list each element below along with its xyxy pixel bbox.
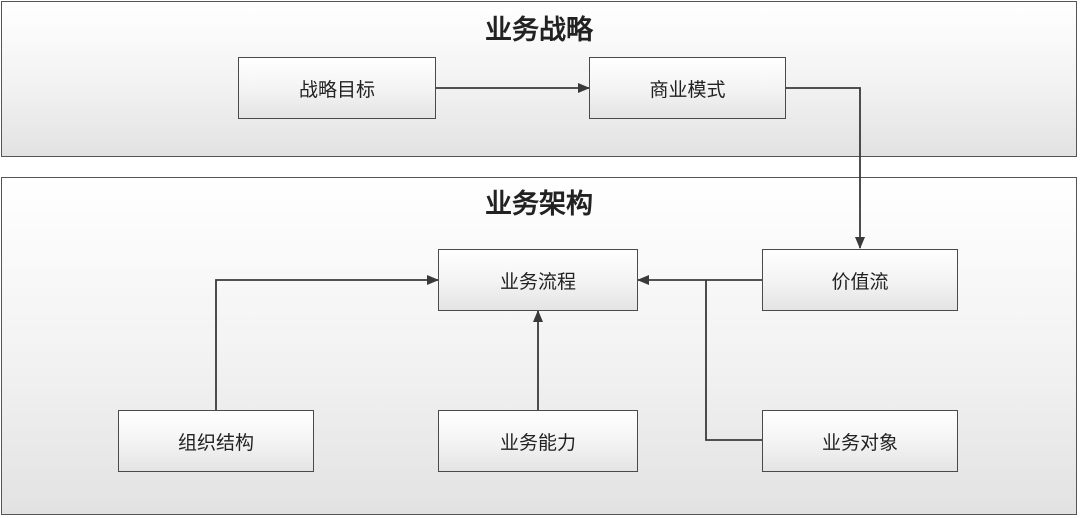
node-value-stream: 价值流: [762, 249, 958, 311]
node-value-stream-label: 价值流: [831, 270, 889, 293]
node-business-process: 业务流程: [438, 249, 638, 311]
strategy-section: 业务战略: [1, 1, 1077, 157]
node-org-structure-label: 组织结构: [177, 431, 254, 454]
node-business-capability-label: 业务能力: [499, 431, 576, 454]
node-business-process-label: 业务流程: [499, 270, 576, 293]
node-business-object-label: 业务对象: [821, 431, 898, 454]
node-business-model-label: 商业模式: [649, 78, 726, 101]
node-business-object: 业务对象: [762, 410, 958, 472]
node-business-capability: 业务能力: [438, 410, 638, 472]
node-strategic-goals: 战略目标: [238, 57, 436, 119]
node-org-structure: 组织结构: [118, 410, 314, 472]
strategy-section-title: 业务战略: [485, 15, 593, 46]
node-strategic-goals-label: 战略目标: [298, 78, 375, 101]
node-business-model: 商业模式: [589, 57, 786, 119]
architecture-section-title: 业务架构: [485, 189, 593, 220]
